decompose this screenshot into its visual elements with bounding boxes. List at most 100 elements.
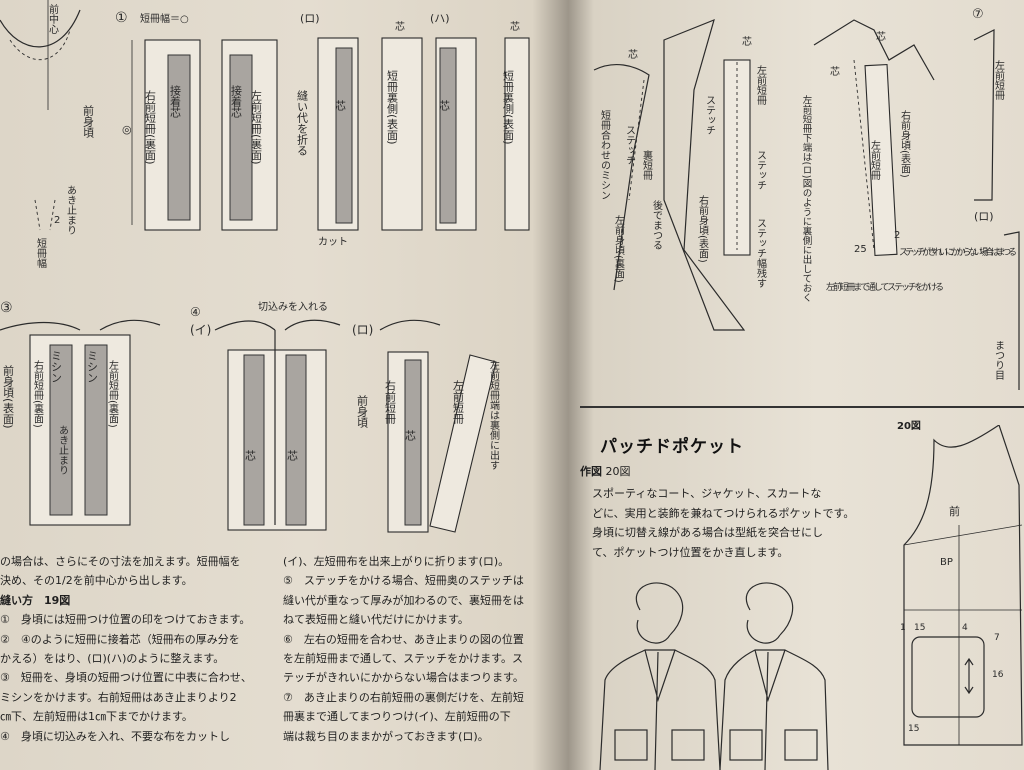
label-stitch-2: ステッチ — [704, 95, 715, 135]
label-ha-top: (ハ) — [430, 12, 450, 25]
label-shin-ro: 芯 — [334, 99, 347, 111]
sakuzu-label: 作図 — [580, 465, 602, 478]
label-cut: カット — [318, 236, 348, 248]
sakuzu-ref: 20図 — [605, 465, 631, 478]
label-tanzaku-haba: 短冊幅 — [35, 237, 47, 269]
text-line: テッチがきれいにかからない場合はまつります。 — [283, 671, 524, 685]
text-line: ミシンをかけます。右前短冊はあき止まりより2 — [0, 690, 237, 704]
dim-1: 1 — [900, 623, 906, 633]
figure-step-7: ⑦ 左前短冊 (ロ) まつり目 — [972, 7, 1020, 390]
text-line: 決め、その1/2を前中心から出します。 — [0, 574, 193, 588]
label-akidomari: あき止まり — [65, 185, 77, 235]
figure-stitching: 芯 芯 短冊合わせのミシン ステッチ 裏短冊 後でまつる 左前身頃(裏面) ステ… — [593, 18, 767, 331]
neckline-diagram: 前中心 前身頃 あき止まり 短冊幅 2 — [0, 0, 95, 269]
label-kirikomi: 切込みを入れる — [258, 301, 328, 313]
figure-woman-1 — [599, 582, 721, 770]
label-migi-mae-tanzaku-ura: 右前短冊(裏面) — [144, 89, 157, 165]
label-hidari-tanzaku-hashi: 左前短冊端は裏側に出す — [488, 359, 500, 470]
label-step1: ① — [115, 10, 128, 26]
text-line: ねて表短冊と縫い代だけにかけます。 — [283, 613, 469, 627]
label-mae-migoro-r: 右前身頃(表面) — [899, 109, 911, 178]
label-bp: BP — [940, 557, 953, 568]
label-mae-migoro-ro4: 前身頃 — [356, 394, 369, 429]
text-line: かえる）をはり、(ロ)(ハ)のように整えます。 — [0, 652, 225, 666]
text-line: 冊裏まで通してまつりつけ(イ)、左前短冊の下 — [283, 710, 511, 724]
left-body-column-1: の場合は、さらにその寸法を加えます。短冊幅を 決め、その1/2を前中心から出しま… — [0, 552, 252, 746]
label-hidari-mae-tanzaku-r: 左前短冊 — [755, 64, 767, 106]
label-hidari-tanzaku-shitahashi: 左前短冊下端は(ロ)図のように裏側に出しておく — [801, 94, 813, 302]
right-paragraph: スポーティなコート、ジャケット、スカートな どに、実用と装飾を兼ねてつけられるポ… — [592, 484, 854, 562]
label-shin-4a: 芯 — [244, 449, 257, 461]
label-num2: 2 — [54, 215, 60, 226]
label-shin-ha-top: 芯 — [510, 20, 520, 33]
dim-15-bottom: 15 — [908, 724, 919, 734]
text-line: て、ポケットつけ位置をかき直します。 — [592, 545, 789, 559]
section-title: パッチドポケット — [600, 437, 744, 457]
figure-step-3: ③ 前身頃(表面) 右前短冊(裏面) ミシン ミシン 左前短冊(裏面) あき止ま… — [0, 300, 161, 526]
label-migi-mae-migoro-omote: 右前身頃(表面) — [697, 194, 709, 263]
text-line: どに、実用と装飾を兼ねてつけられるポケットです。 — [592, 506, 855, 520]
label-tanzaku-awase-mishin: 短冊合わせのミシン — [599, 109, 611, 200]
label-tanzaku-haba-top: 短冊幅＝○ — [140, 12, 189, 25]
label-akidomari-2: あき止まり — [57, 425, 69, 475]
label-shin-ro-top: 芯 — [395, 20, 405, 33]
dim-7: 7 — [994, 633, 1000, 643]
label-shin-r1: 芯 — [628, 48, 638, 61]
label-mishin-1: ミシン — [50, 350, 63, 383]
label-step4: ④ — [190, 305, 201, 319]
sewing-diagrams-right: 芯 芯 短冊合わせのミシン ステッチ 裏短冊 後でまつる 左前身頃(裏面) ステ… — [593, 7, 1020, 390]
label-stitch-1: ステッチ — [624, 125, 635, 165]
label-tanzaku-urakawa-omote-2: 短冊裏側(表面) — [502, 69, 515, 145]
label-hidari-mae-tanzaku-ura: 左前短冊(裏面) — [250, 90, 263, 165]
text-line: ⑦ あき止まりの右前短冊の裏側だけを、左前短 — [283, 690, 524, 704]
label-shin-ha: 芯 — [438, 99, 451, 111]
label-ato-de-matsuru: 後でまつる — [651, 199, 663, 250]
label-ro-r: (ロ) — [974, 210, 994, 223]
label-ro-top: (ロ) — [300, 12, 320, 25]
label-hidari-mae-tanzaku-r2: 左前短冊 — [869, 139, 881, 181]
text-line: ㎝下、左前短冊は1㎝下までかけます。 — [0, 710, 193, 724]
label-stitch-haba-nokosu: ステッチ幅残す — [755, 218, 767, 288]
dim-16: 16 — [992, 670, 1004, 680]
label-matsuri-me: まつり目 — [993, 340, 1005, 380]
pocket-pattern-diagram: 前 BP 1 15 4 7 16 15 — [900, 425, 1023, 746]
label-shin-ro4: 芯 — [404, 429, 417, 441]
figure-step-4-ro: (ロ) 芯 右前短冊 前身頃 左前短冊 左前短冊端は裏側に出す — [352, 319, 500, 533]
dim-15-top: 15 — [914, 623, 925, 633]
label-hidari-mae-tanzaku: 左前短冊 — [452, 380, 465, 425]
label-ura-tanzaku: 裏短冊 — [641, 149, 653, 181]
label-secchaku-shin-1: 接着芯 — [169, 85, 182, 118]
text-line: ④ 身頃に切込みを入れ、不要な布をカットし — [0, 729, 230, 743]
label-hidari-mae-tanzaku-ura2: 左前短冊(裏面) — [107, 359, 119, 428]
right-page: 芯 芯 短冊合わせのミシン ステッチ 裏短冊 後でまつる 左前身頃(裏面) ステ… — [574, 0, 1024, 770]
figure-ro-ha: (ロ) 芯 縫い代を折る カット 短冊裏側(表面) 芯 (ハ) 芯 短冊裏側(表… — [296, 12, 530, 248]
text-line: を左前短冊まで通して、ステッチをかけます。ス — [283, 652, 524, 666]
left-body-column-2: (イ)、左短冊布を出来上がりに折ります(ロ)。 ⑤ ステッチをかける場合、短冊奥… — [283, 552, 524, 746]
text-line: ② ④のように短冊に接着芯（短冊布の厚み分を — [0, 632, 240, 646]
label-secchaku-shin-2: 接着芯 — [230, 85, 243, 118]
label-ro-4: (ロ) — [352, 323, 373, 337]
label-nuishiro-oru: 縫い代を折る — [296, 89, 309, 156]
figure-step-4: ④ (イ) 切込みを入れる 芯 芯 — [190, 301, 341, 531]
label-num2-r: 2 — [894, 230, 900, 241]
label-shin-r2: 芯 — [742, 35, 752, 48]
label-step7: ⑦ — [972, 7, 984, 22]
label-migi-mae-tanzaku-ura2: 右前短冊(裏面) — [32, 359, 44, 428]
text-line: スポーティなコート、ジャケット、スカートな — [592, 487, 822, 500]
label-mae-migoro-omote: 前身頃(表面) — [2, 364, 15, 429]
label-hidari-mae-migoro-ura: 左前身頃(裏面) — [613, 214, 625, 283]
label-shin-r3: 芯 — [830, 65, 840, 78]
text-line: 端は裁ち目のままかがっておきます(ロ)。 — [283, 729, 489, 743]
label-i: (イ) — [190, 323, 211, 337]
text-line: 身頃に切替え線がある場合は型紙を突合せにし — [592, 526, 823, 539]
text-line: ⑥ 左右の短冊を合わせ、あき止まりの図の位置 — [283, 632, 524, 646]
text-line: 縫い方 19図 — [0, 593, 71, 607]
label-shin-4b: 芯 — [286, 449, 299, 461]
text-line: 縫い代が重なって厚みが加わるので、裏短冊をは — [283, 593, 525, 607]
label-zenchushin: 前中心 — [47, 3, 59, 34]
figure-step-1: ① 短冊幅＝○ 右前短冊(裏面) 接着芯 接着芯 左前短冊(裏面) ◎ — [115, 10, 278, 231]
label-kirei: ステッチがきれいにかからない場合はまつる — [899, 246, 1017, 258]
left-page: 前中心 前身頃 あき止まり 短冊幅 2 ① 短冊幅＝○ 右前短冊(裏面) 接着芯… — [0, 0, 530, 746]
sewing-diagrams-left: 前中心 前身頃 あき止まり 短冊幅 2 ① 短冊幅＝○ 右前短冊(裏面) 接着芯… — [0, 0, 530, 533]
